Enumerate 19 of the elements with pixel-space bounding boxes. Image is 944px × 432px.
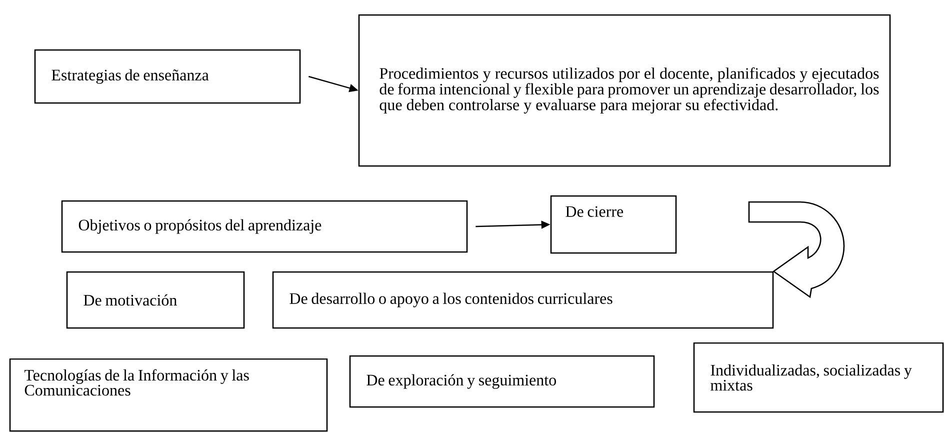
node-label: Estrategias de enseñanza [52,69,209,84]
text-box [358,14,891,167]
text-box [693,342,944,413]
text-box [34,49,301,104]
node-label: Tecnologías de la Información y las Comunicaciones [24,369,249,396]
node-label: Individualizadas, socializadas y mixtas [710,364,912,391]
curved-block-arrow [748,201,845,298]
node-label: Procedimientos y recursos utilizados por el docente, planificados y ejecutados de forma intencional y flexible para promover un aprendizaje desarrollador, los que deben controlarse y evaluarse para mejorar su efectividad. [380,67,879,114]
text-box [272,271,774,329]
node-label: De motivación [84,294,177,306]
node-label: De desarrollo o apoyo a los contenidos curriculares [290,292,612,308]
text-box [9,358,328,432]
text-box [550,195,677,254]
node-label: Objetivos o propósitos del aprendizaje [78,219,322,234]
text-box [61,200,468,253]
node-label: De exploración y seguimiento [366,374,556,389]
text-box [349,355,655,408]
node-label: De cierre [566,206,624,217]
text-box [66,271,245,329]
